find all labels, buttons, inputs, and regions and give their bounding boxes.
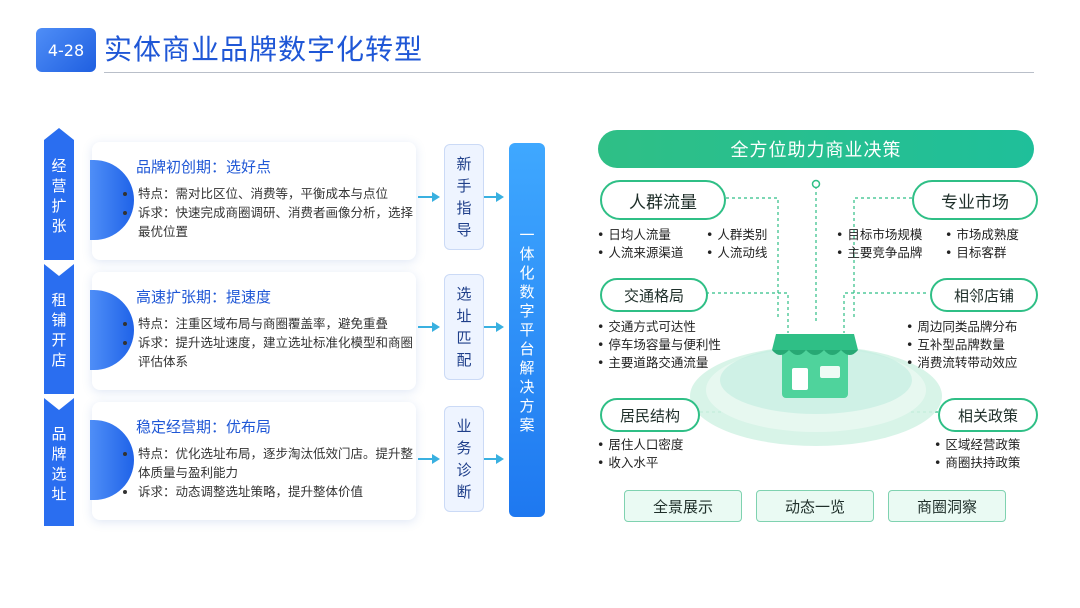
chevron-label: 经营扩张 xyxy=(51,157,67,235)
chevron-open-store: 租铺开店 xyxy=(44,264,74,394)
step-site-match: 选址匹配 xyxy=(444,274,484,380)
stage-card-stable: 稳定经营期：优布局 特点：优化选址布局，逐步淘汰低效门店。提升整体质量与盈利能力… xyxy=(90,402,416,520)
factor-item: 目标客群 xyxy=(945,244,1019,262)
policy-items: 区域经营政策 商圈扶持政策 xyxy=(934,436,1020,472)
arrow-icon xyxy=(418,454,440,464)
stage-heading: 品牌初创期：选好点 xyxy=(136,158,272,176)
arrow-icon xyxy=(484,454,504,464)
factor-item: 消费流转带动效应 xyxy=(906,354,1017,372)
factor-related-policy: 相关政策 xyxy=(938,398,1038,432)
phase-chevron-column: 经营扩张 租铺开店 品牌选址 xyxy=(44,128,74,526)
factor-item: 商圈扶持政策 xyxy=(934,454,1020,472)
factor-item: 停车场容量与便利性 xyxy=(597,336,721,354)
factor-item: 人流来源渠道 xyxy=(597,244,683,262)
platform-solution-bar: 一体化数字平台解决方案 xyxy=(509,143,545,517)
factor-item: 互补型品牌数量 xyxy=(906,336,1017,354)
stage-bullet: 特点：需对比区位、消费等，平衡成本与点位 xyxy=(138,184,416,203)
factor-item: 区域经营政策 xyxy=(934,436,1020,454)
decision-title-banner: 全方位助力商业决策 xyxy=(598,130,1034,168)
arrow-icon xyxy=(484,192,504,202)
factor-item: 居住人口密度 xyxy=(597,436,683,454)
factor-item: 交通方式可达性 xyxy=(597,318,721,336)
factor-item: 日均人流量 xyxy=(597,226,683,244)
stage-bullets: 特点：注重区域布局与商圈覆盖率，避免重叠 诉求：提升选址速度，建立选址标准化模型… xyxy=(124,314,416,371)
factor-item: 人群类别 xyxy=(706,226,767,244)
market-col-1: 目标市场规模 主要竞争品牌 xyxy=(836,226,922,262)
market-col-2: 市场成熟度 目标客群 xyxy=(945,226,1019,262)
stage-bullets: 特点：优化选址布局，逐步淘汰低效门店。提升整体质量与盈利能力 诉求：动态调整选址… xyxy=(124,444,416,501)
platform-label: 一体化数字平台解决方案 xyxy=(519,225,535,434)
factor-neighbor-stores: 相邻店铺 xyxy=(930,278,1038,312)
chevron-site-selection: 品牌选址 xyxy=(44,398,74,526)
dynamic-overview-button: 动态一览 xyxy=(756,490,874,522)
step-business-diagnosis: 业务诊断 xyxy=(444,406,484,512)
stage-heading: 稳定经营期：优布局 xyxy=(136,418,272,436)
stage-bullets: 特点：需对比区位、消费等，平衡成本与点位 诉求：快速完成商圈调研、消费者画像分析… xyxy=(124,184,416,241)
crowd-col-1: 日均人流量 人流来源渠道 xyxy=(597,226,683,262)
factor-item: 主要道路交通流量 xyxy=(597,354,721,372)
factor-item: 目标市场规模 xyxy=(836,226,922,244)
chevron-label: 租铺开店 xyxy=(51,291,67,369)
stage-heading: 高速扩张期：提速度 xyxy=(136,288,272,306)
title-divider xyxy=(104,72,1034,73)
crowd-col-2: 人群类别 人流动线 xyxy=(706,226,767,262)
panorama-display-button: 全景展示 xyxy=(624,490,742,522)
business-insight-button: 商圈洞察 xyxy=(888,490,1006,522)
factor-item: 市场成熟度 xyxy=(945,226,1019,244)
factor-professional-market: 专业市场 xyxy=(912,180,1038,220)
stage-bullet: 特点：注重区域布局与商圈覆盖率，避免重叠 xyxy=(138,314,416,333)
arrow-icon xyxy=(484,322,504,332)
factor-traffic-layout: 交通格局 xyxy=(600,278,708,312)
traffic-items: 交通方式可达性 停车场容量与便利性 主要道路交通流量 xyxy=(597,318,721,372)
step-label: 选址匹配 xyxy=(456,285,472,369)
step-label: 新手指导 xyxy=(456,155,472,239)
step-newbie-guide: 新手指导 xyxy=(444,144,484,250)
arrow-icon xyxy=(418,322,440,332)
factor-crowd-traffic: 人群流量 xyxy=(600,180,726,220)
factor-resident-structure: 居民结构 xyxy=(600,398,700,432)
neighbor-items: 周边同类品牌分布 互补型品牌数量 消费流转带动效应 xyxy=(906,318,1017,372)
factor-item: 人流动线 xyxy=(706,244,767,262)
resident-items: 居住人口密度 收入水平 xyxy=(597,436,683,472)
factor-item: 主要竞争品牌 xyxy=(836,244,922,262)
chevron-expansion: 经营扩张 xyxy=(44,128,74,260)
stage-bullet: 特点：优化选址布局，逐步淘汰低效门店。提升整体质量与盈利能力 xyxy=(138,444,416,482)
factor-item: 收入水平 xyxy=(597,454,683,472)
step-label: 业务诊断 xyxy=(456,417,472,501)
stage-bullet: 诉求：提升选址速度，建立选址标准化模型和商圈评估体系 xyxy=(138,333,416,371)
stage-bullet: 诉求：动态调整选址策略，提升整体价值 xyxy=(138,482,416,501)
stage-card-expansion: 高速扩张期：提速度 特点：注重区域布局与商圈覆盖率，避免重叠 诉求：提升选址速度… xyxy=(90,272,416,390)
stage-bullet: 诉求：快速完成商圈调研、消费者画像分析，选择最优位置 xyxy=(138,203,416,241)
store-icon xyxy=(772,334,858,398)
chevron-label: 品牌选址 xyxy=(51,425,67,503)
factor-item: 周边同类品牌分布 xyxy=(906,318,1017,336)
arrow-icon xyxy=(418,192,440,202)
page-number-badge: 4-28 xyxy=(36,28,96,72)
stage-card-startup: 品牌初创期：选好点 特点：需对比区位、消费等，平衡成本与点位 诉求：快速完成商圈… xyxy=(90,142,416,260)
page-title: 实体商业品牌数字化转型 xyxy=(104,33,424,66)
